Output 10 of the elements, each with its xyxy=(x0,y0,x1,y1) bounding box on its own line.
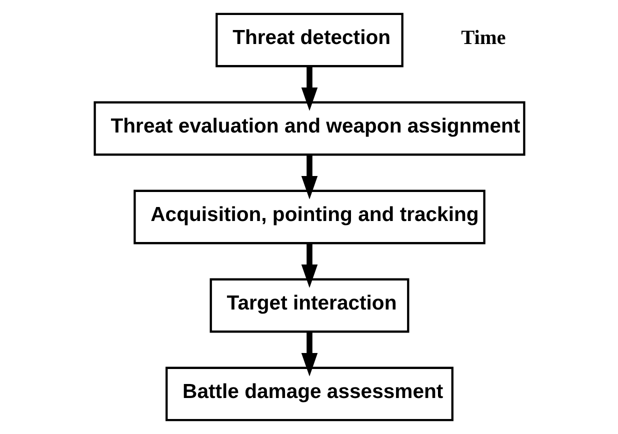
arrow xyxy=(300,154,318,200)
arrow xyxy=(300,243,318,288)
arrow xyxy=(300,66,318,111)
label: Time xyxy=(460,26,506,49)
node-box: Threat detection xyxy=(215,12,403,68)
node-box: Battle damage assessment xyxy=(165,366,453,422)
node-box: Acquisition, pointing and tracking xyxy=(133,190,485,244)
arrow xyxy=(300,332,318,376)
node-box: Target interaction xyxy=(209,278,409,333)
node-box: Threat evaluation and weapon assignment xyxy=(93,101,525,156)
